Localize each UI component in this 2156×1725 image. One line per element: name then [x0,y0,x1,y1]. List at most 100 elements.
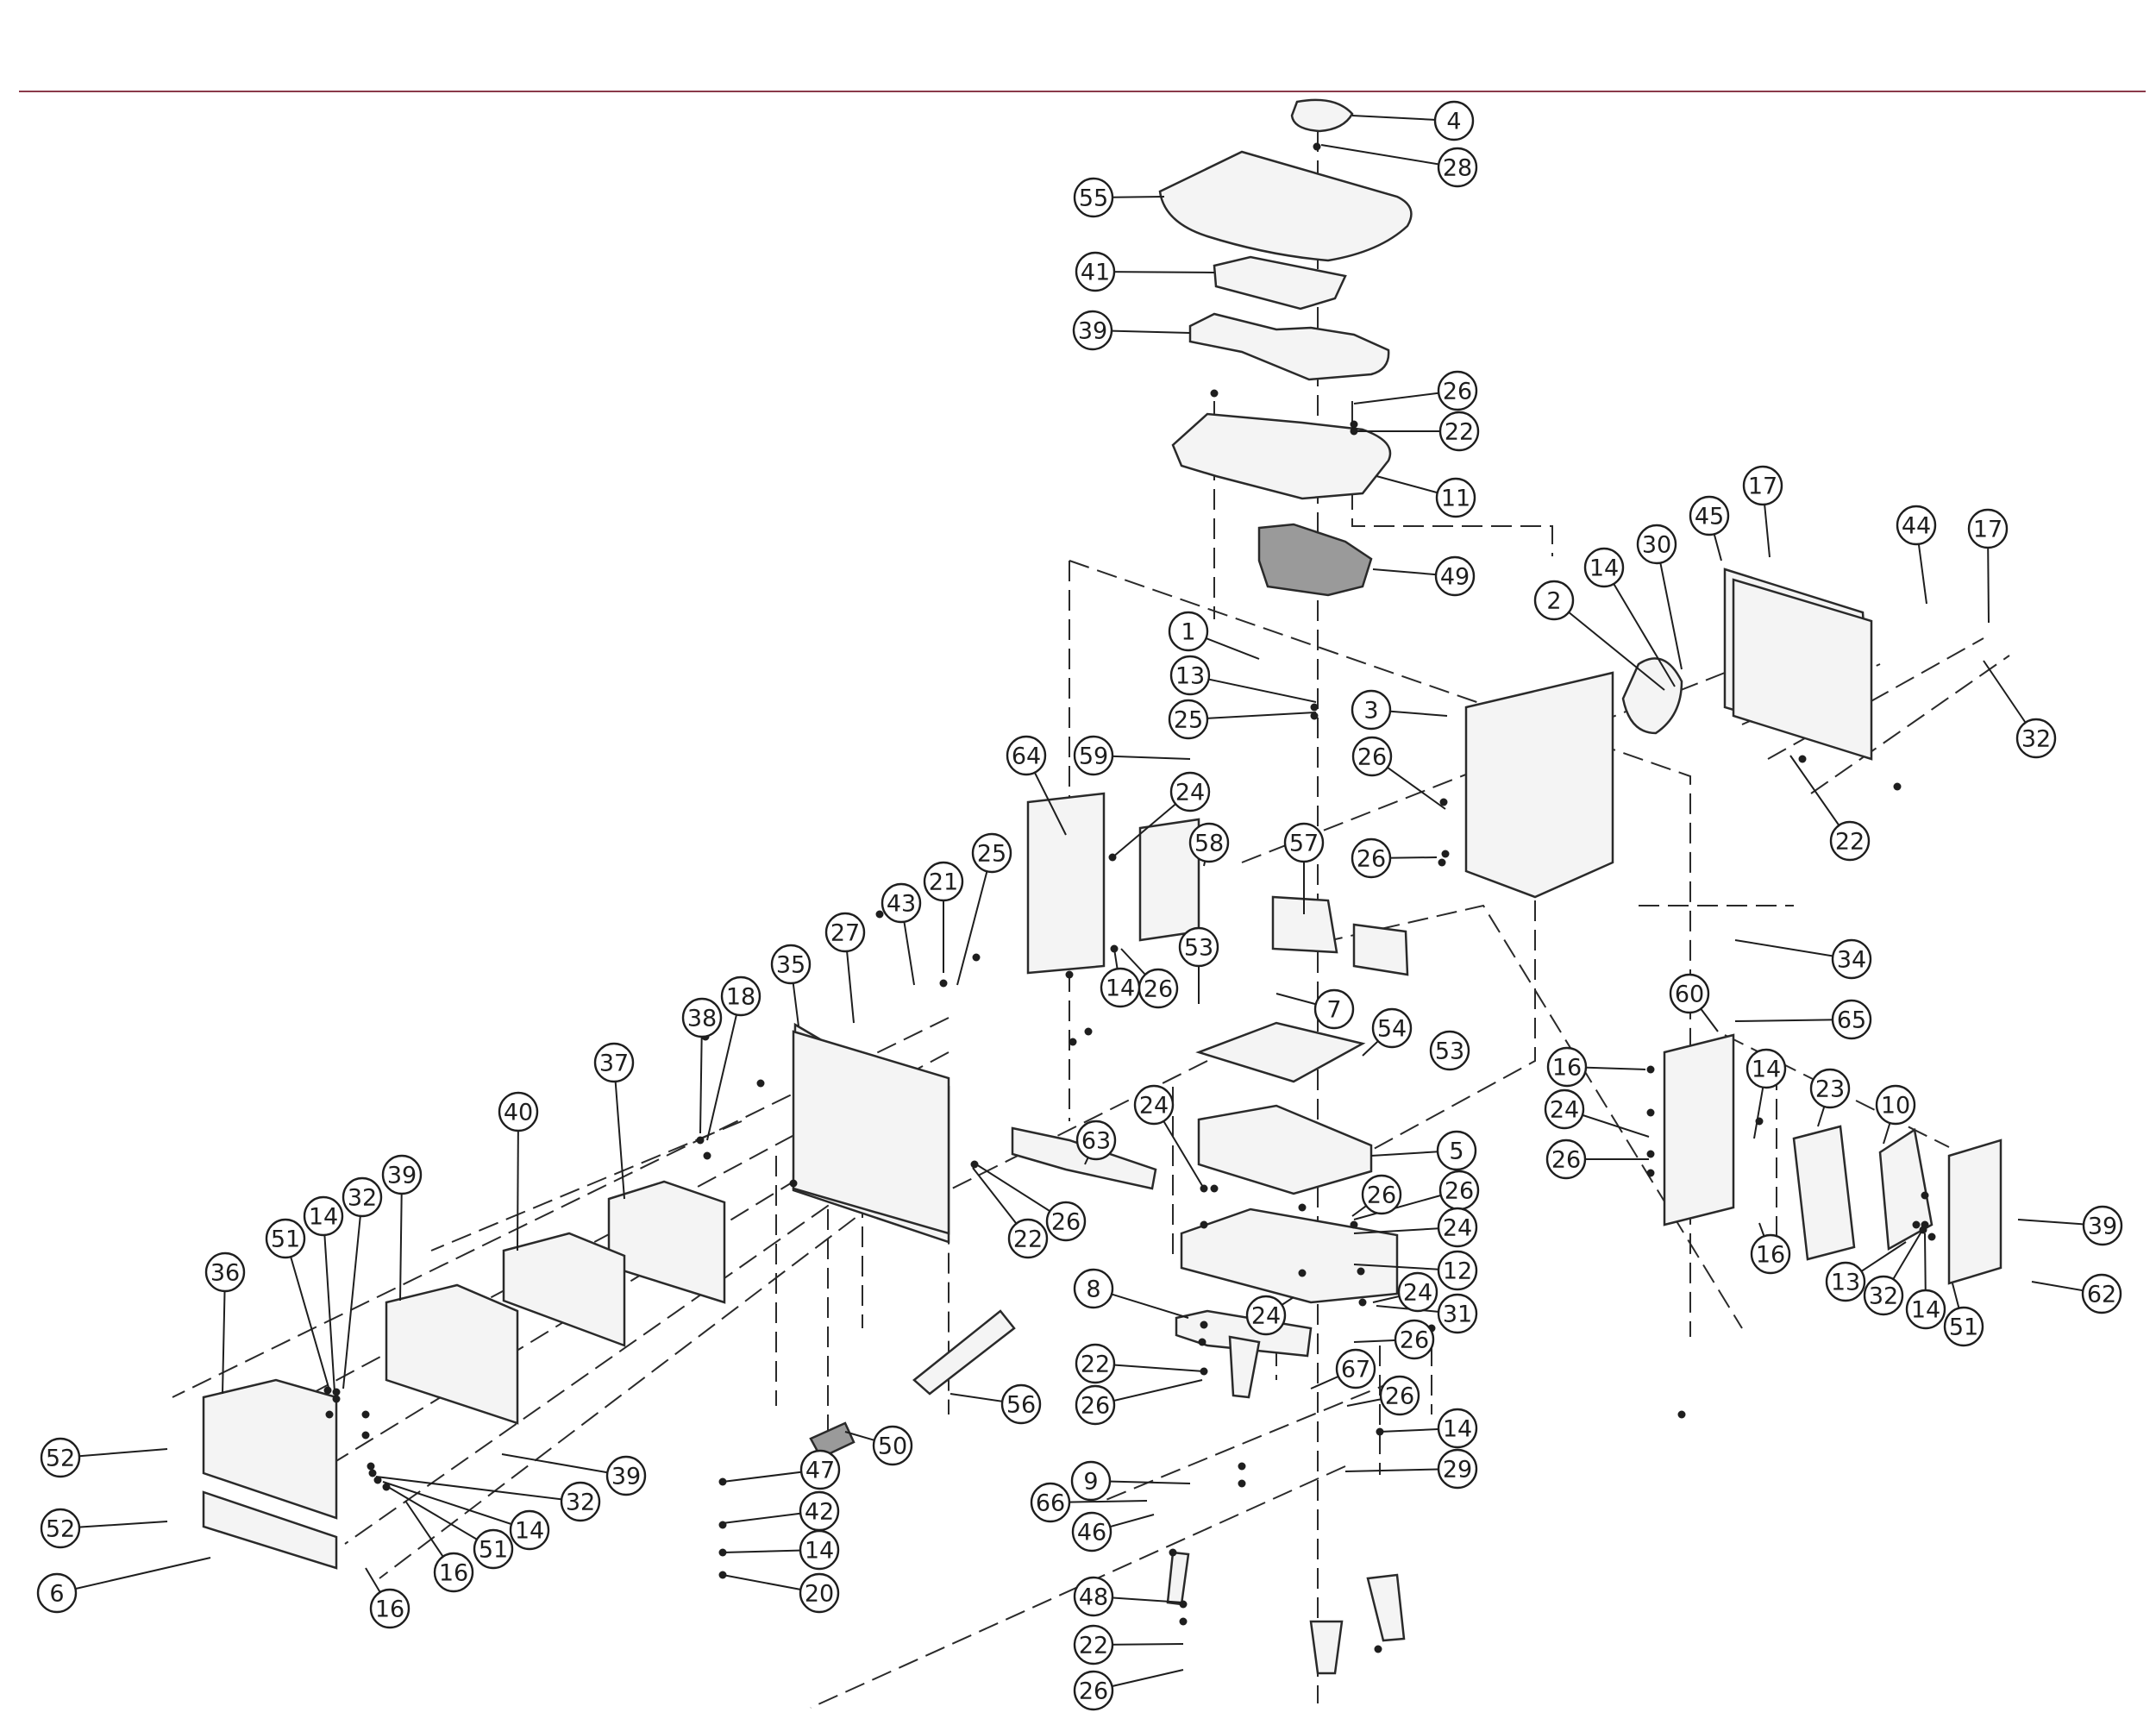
top-plate [1158,150,1413,262]
fastener-26 [1200,1220,1208,1229]
callout-number: 26 [1081,1393,1110,1420]
callout-14: 14 [1745,1048,1787,1089]
callout-ring [971,832,1012,874]
callout-48: 48 [1073,1576,1114,1617]
callout-7: 7 [1313,988,1355,1030]
callout-ring [1943,1306,1984,1347]
callout-50: 50 [872,1425,913,1466]
callout-22: 22 [1007,1218,1049,1259]
callout-51: 51 [1943,1306,1984,1347]
callout-number: 27 [830,920,860,947]
callout-ring [1006,735,1047,776]
rear-side-door [1947,1138,2002,1285]
callout-ring [872,1425,913,1466]
callout-ring [40,1508,81,1549]
callout-number: 50 [878,1433,907,1460]
callout-23: 23 [1809,1068,1851,1109]
leader-line-13 [1189,674,1317,703]
fastener-27 [1200,1320,1208,1329]
callout-ring [681,997,723,1038]
callout-number: 26 [1400,1327,1429,1354]
callout-ring [1435,477,1476,518]
leader-line-14 [1603,567,1676,687]
callout-number: 29 [1443,1457,1472,1484]
callout-ring [1394,1319,1435,1360]
fastener-54 [1927,1233,1936,1241]
callout-53: 53 [1429,1030,1470,1071]
callout-number: 36 [210,1260,240,1287]
callout-31: 31 [1437,1293,1478,1334]
callout-ring [1133,1084,1175,1126]
callout-ring [1351,837,1392,879]
callout-1: 1 [1168,611,1209,652]
fastener-68 [875,910,884,919]
callout-number: 57 [1289,831,1319,857]
flue-ring [1621,657,1683,735]
fastener-0 [1313,142,1321,151]
callout-39: 39 [605,1455,647,1496]
leader-line-40 [517,1111,519,1251]
callout-14: 14 [303,1195,344,1237]
callout-number: 8 [1086,1276,1100,1303]
callout-number: 22 [1445,419,1474,446]
callout-number: 20 [805,1581,834,1608]
fastener-43 [1921,1191,1929,1200]
callout-ring [2015,718,2057,759]
leader-line-25 [1188,712,1317,720]
callout-40: 40 [498,1091,539,1132]
leg-front-right [1166,1551,1190,1606]
callout-number: 44 [1902,513,1931,540]
callout-32: 32 [560,1481,601,1522]
callout-36: 36 [204,1251,246,1293]
callout-ring [1168,699,1209,740]
leader-line-32 [375,1476,581,1502]
callout-ring [1045,1201,1087,1242]
callout-35: 35 [770,944,812,985]
callout-47: 47 [799,1449,841,1490]
callout-ring [1689,495,1730,536]
callout-number: 24 [1175,780,1205,806]
callout-26: 26 [1351,736,1393,777]
callout-number: 47 [805,1458,835,1484]
callout-39: 39 [2082,1205,2123,1246]
callout-ring [204,1251,246,1293]
fastener-1 [1210,389,1219,398]
callout-number: 26 [1367,1182,1396,1209]
callout-ring [1073,735,1114,776]
callout-number: 39 [1078,318,1107,345]
leader-line-14 [382,1481,530,1531]
callout-number: 38 [687,1006,717,1032]
callout-22: 22 [1073,1624,1114,1665]
callout-number: 14 [309,1204,338,1231]
callout-57: 57 [1283,822,1325,863]
callout-9: 9 [1070,1460,1112,1502]
callout-number: 39 [2088,1214,2117,1240]
callout-ring [40,1437,81,1478]
callout-number: 43 [887,891,916,918]
callout-11: 11 [1435,477,1476,518]
callout-53: 53 [1178,926,1219,968]
glass-panel-3 [385,1283,519,1425]
glass-panel-2 [502,1232,626,1347]
callout-ring [1351,736,1393,777]
fastener-13 [972,953,981,962]
callout-number: 42 [805,1499,834,1526]
callout-number: 26 [1357,744,1387,771]
fastener-46 [1646,1108,1655,1117]
fastener-47 [1646,1150,1655,1158]
callout-45: 45 [1689,495,1730,536]
callout-ring [1436,1130,1477,1171]
side-panel-left [1026,792,1106,975]
fastener-22 [1350,1220,1358,1229]
ash-pan [1197,1104,1373,1195]
callout-26: 26 [1138,968,1179,1009]
callout-number: 14 [1443,1416,1472,1443]
callout-34: 34 [1831,938,1872,980]
callout-51: 51 [473,1528,514,1570]
callout-ring [342,1176,383,1218]
callout-ring [1073,1624,1114,1665]
fastener-33 [1238,1479,1246,1488]
callout-ring [1669,973,1710,1014]
callout-number: 2 [1546,588,1561,615]
side-panel-right [1663,1033,1735,1226]
